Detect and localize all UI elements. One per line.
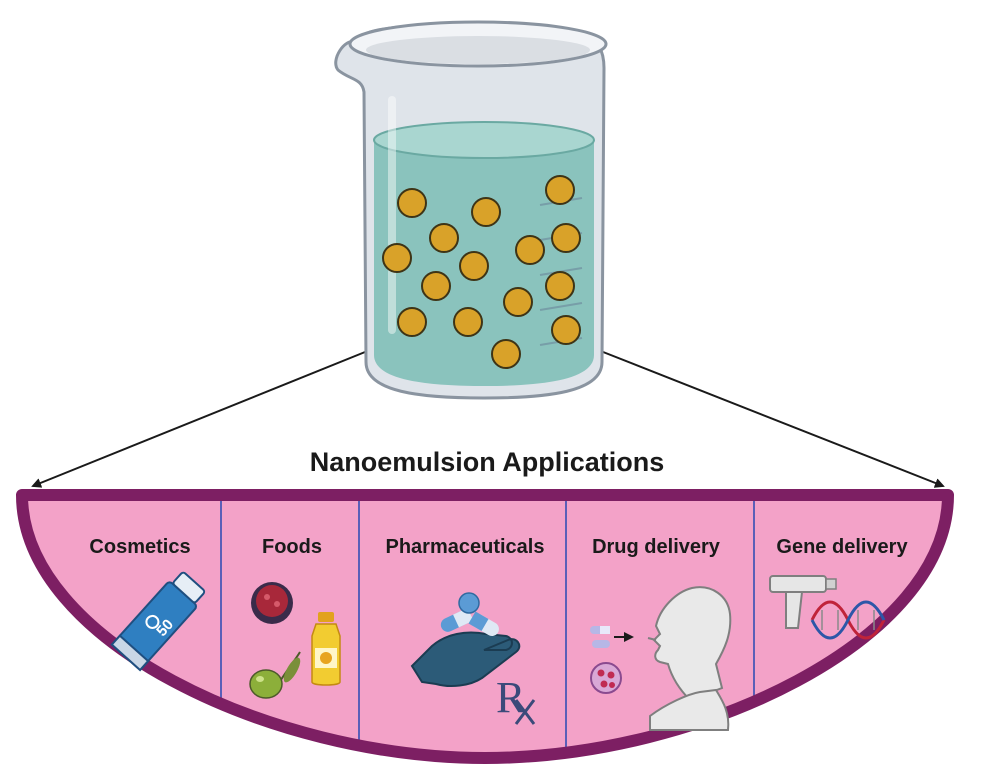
diagram-title: Nanoemulsion Applications (310, 447, 665, 477)
category-label-foods: Foods (262, 536, 322, 558)
oil-droplet-1 (397, 188, 427, 218)
oil-droplet-6 (551, 223, 581, 253)
oil-droplet-icon (382, 175, 581, 369)
human-head-icon (647, 586, 732, 731)
oral-drug-delivery-icon (590, 586, 732, 731)
oil-droplet-15 (491, 339, 521, 369)
oil-droplet-7 (382, 243, 412, 273)
oil-droplet-5 (515, 235, 545, 265)
food-items-icon (249, 582, 341, 699)
category-label-cosmetics: Cosmetics (89, 536, 190, 558)
dna-helix-icon (810, 600, 886, 640)
liquid-surface (373, 121, 595, 159)
oil-droplet-12 (397, 307, 427, 337)
oil-droplet-10 (545, 271, 575, 301)
oil-droplet-14 (551, 315, 581, 345)
rx-symbol: R (496, 673, 536, 725)
capsule-icon-2 (468, 611, 499, 636)
right-connector-arrow (597, 349, 945, 488)
hand-icon (410, 631, 521, 687)
beaker-icon (334, 20, 608, 400)
category-label-gene-delivery: Gene delivery (776, 536, 908, 558)
meat-slice-icon (251, 582, 293, 624)
oil-droplet-3 (545, 175, 575, 205)
juice-bottle-icon (311, 612, 341, 686)
tablet-icon (458, 592, 480, 614)
category-label-drug-delivery: Drug delivery (592, 536, 721, 558)
panel-border (16, 489, 954, 764)
category-label-pharmaceuticals: Pharmaceuticals (386, 536, 545, 558)
nanoparticle-icon (590, 662, 622, 694)
oil-droplet-13 (453, 307, 483, 337)
oil-droplet-2 (471, 197, 501, 227)
left-connector-arrow (31, 349, 371, 488)
olive-icon (249, 651, 301, 699)
oil-droplet-4 (429, 223, 459, 253)
sunscreen-tube-icon: 50 (110, 571, 206, 672)
capsule-icon-small (590, 626, 610, 648)
gene-gun-icon (769, 575, 837, 629)
oil-droplet-11 (503, 287, 533, 317)
rx-letter: R (496, 673, 526, 722)
hand-with-pills-icon (410, 592, 521, 687)
gene-gun-dna-icon (769, 575, 886, 640)
oil-droplet-9 (421, 271, 451, 301)
oil-droplet-8 (459, 251, 489, 281)
